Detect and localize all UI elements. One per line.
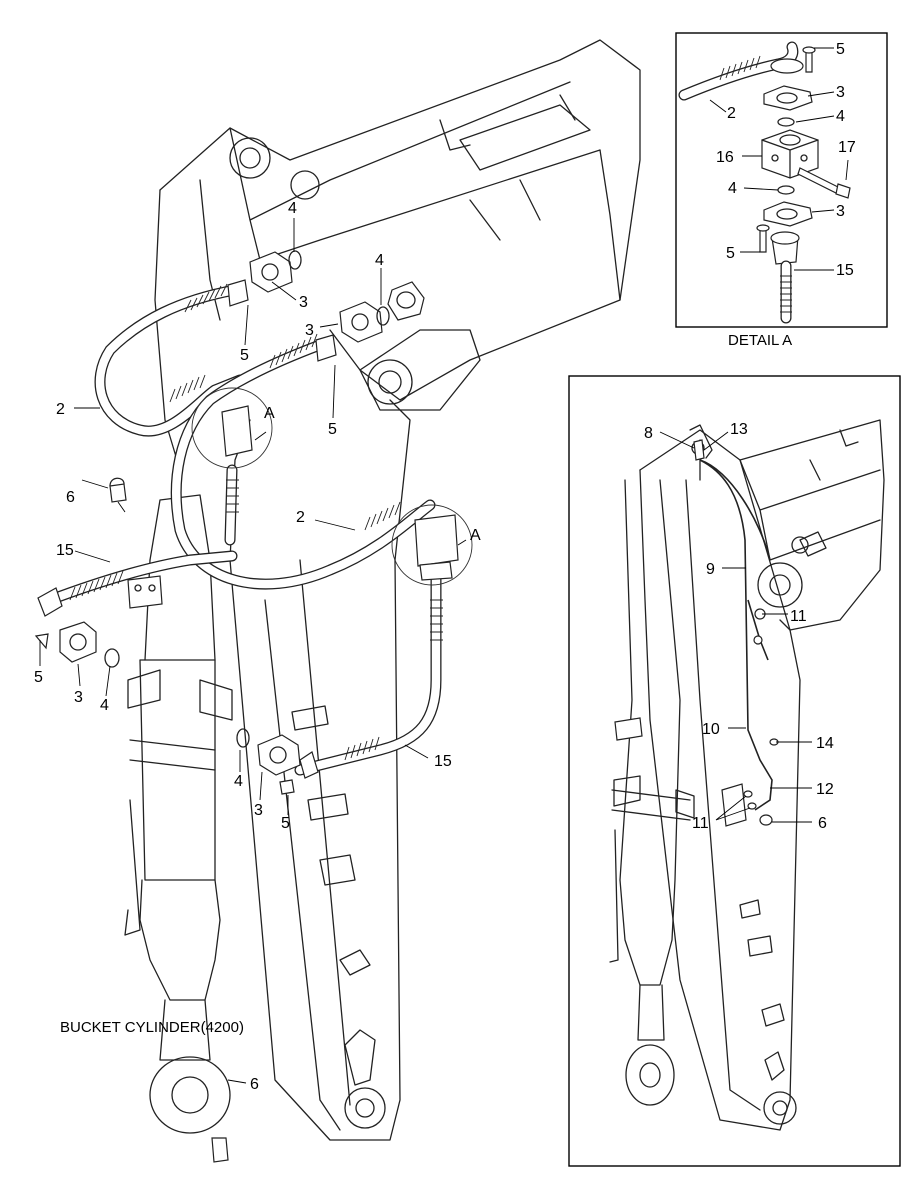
main-callout-4-a: 4 xyxy=(288,200,297,217)
side-callout-12: 12 xyxy=(816,781,834,798)
main-flanges-and-fittings xyxy=(34,250,459,795)
main-callout-5-a: 5 xyxy=(240,347,249,364)
main-callout-detail-a-2: A xyxy=(470,527,481,544)
main-callout-6-a: 6 xyxy=(66,489,75,506)
side-callout-14: 14 xyxy=(816,735,834,752)
detail-a-drawing xyxy=(678,41,851,324)
detail-a-callout-5-bottom: 5 xyxy=(726,245,735,262)
main-boom-arm-drawing xyxy=(124,39,641,1163)
detail-a-title: DETAIL A xyxy=(728,332,792,349)
main-hose-15 xyxy=(44,464,442,776)
main-callout-3-b: 3 xyxy=(305,322,314,339)
side-callout-6: 6 xyxy=(818,815,827,832)
main-callout-4-b: 4 xyxy=(375,252,384,269)
main-leader-lines xyxy=(39,218,467,1084)
detail-a-leaders xyxy=(709,47,849,271)
main-callout-3-c: 3 xyxy=(74,689,83,706)
main-callout-15-b: 15 xyxy=(434,753,452,770)
main-callout-5-c: 5 xyxy=(34,669,43,686)
detail-a-frame xyxy=(675,32,888,328)
main-callout-4-c: 4 xyxy=(100,697,109,714)
side-view-leaders xyxy=(659,431,812,823)
side-view-drawing xyxy=(609,419,885,1131)
main-callout-6-b: 6 xyxy=(250,1076,259,1093)
side-callout-11-a: 11 xyxy=(790,608,807,625)
bucket-cylinder-label: BUCKET CYLINDER(4200) xyxy=(60,1019,244,1036)
detail-a-callout-3-top: 3 xyxy=(836,84,845,101)
side-view-frame xyxy=(568,375,901,1167)
side-callout-8: 8 xyxy=(644,425,653,442)
main-callout-4-d: 4 xyxy=(234,773,243,790)
detail-a-callout-4-top: 4 xyxy=(836,108,845,125)
side-callout-13: 13 xyxy=(730,421,748,438)
main-hose-2-upper xyxy=(94,284,436,590)
detail-a-callout-15: 15 xyxy=(836,262,854,279)
detail-a-callout-2: 2 xyxy=(727,105,736,122)
main-callout-5-b: 5 xyxy=(328,421,337,438)
main-callout-15-a: 15 xyxy=(56,542,74,559)
main-callout-3-d: 3 xyxy=(254,802,263,819)
detail-a-callout-3-bottom: 3 xyxy=(836,203,845,220)
side-callout-10: 10 xyxy=(702,721,720,738)
main-callout-detail-a-1: A xyxy=(264,405,275,422)
main-callout-3-a: 3 xyxy=(299,294,308,311)
detail-a-callout-4-bottom: 4 xyxy=(728,180,737,197)
side-callout-11-b: 11 xyxy=(692,815,709,832)
detail-a-callout-16: 16 xyxy=(716,149,734,166)
main-callout-5-d: 5 xyxy=(281,815,290,832)
detail-a-callout-5-top: 5 xyxy=(836,41,845,58)
side-callout-9: 9 xyxy=(706,561,715,578)
main-callout-2-a: 2 xyxy=(56,401,65,418)
detail-a-callout-17: 17 xyxy=(838,139,856,156)
hose-spring-guards xyxy=(69,283,443,761)
main-callout-2-b: 2 xyxy=(296,509,305,526)
detail-a-markers xyxy=(191,387,473,586)
